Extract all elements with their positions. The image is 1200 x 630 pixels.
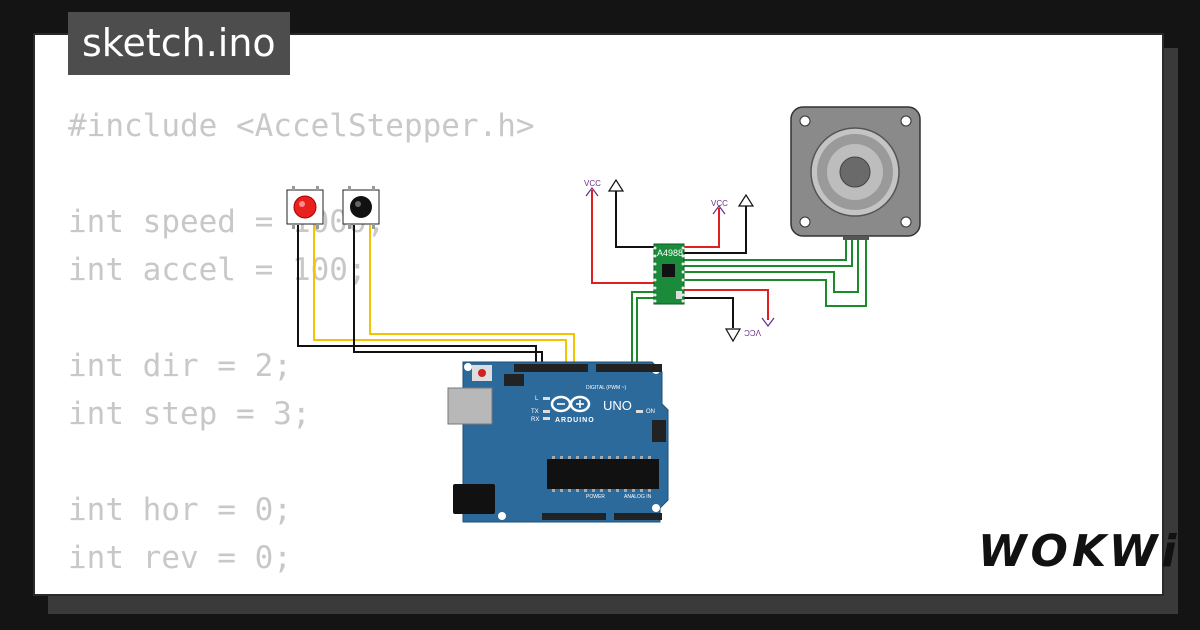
led-tx-label: TX <box>531 409 539 415</box>
button-wires <box>297 225 575 365</box>
code-line: int dir = 2; <box>68 348 292 384</box>
black-pushbutton[interactable] <box>342 186 380 229</box>
arduino-uno-board[interactable]: L TX RX ON UNO ARDUINO DIGITAL (PWM ~) P… <box>447 361 669 523</box>
code-line: int accel = 100; <box>68 252 367 288</box>
a4988-driver[interactable]: A4988 <box>653 243 685 305</box>
wokwi-logo[interactable]: WOKWi <box>978 526 1181 577</box>
stepper-motor[interactable] <box>790 106 921 240</box>
ground-symbol <box>724 328 742 343</box>
code-line: int hor = 0; <box>68 492 292 528</box>
code-listing: #include <AccelStepper.h>int speed = 100… <box>68 102 535 582</box>
led-rx-label: RX <box>531 417 539 423</box>
red-pushbutton[interactable] <box>286 186 324 229</box>
led-l-label: L <box>535 396 539 402</box>
svg-text:VCC: VCC <box>744 328 761 337</box>
code-line: int step = 3; <box>68 396 311 432</box>
ground-symbol <box>737 193 755 207</box>
filename-tab[interactable]: sketch.ino <box>68 12 290 75</box>
led-on-label: ON <box>646 409 655 415</box>
board-model: UNO <box>603 398 632 413</box>
svg-text:VCC: VCC <box>711 199 728 208</box>
vcc-symbol: VCC <box>744 317 775 337</box>
board-brand: ARDUINO <box>555 417 595 424</box>
ground-symbol <box>607 178 625 192</box>
svg-text:VCC: VCC <box>584 179 601 188</box>
analog-label: ANALOG IN <box>624 494 652 500</box>
vcc-symbol: VCC <box>711 199 728 215</box>
arduino-infinity-logo <box>550 395 591 413</box>
driver-label: A4988 <box>657 248 683 258</box>
digital-label: DIGITAL (PWM ~) <box>586 385 626 391</box>
vcc-symbol: VCC <box>584 179 601 197</box>
code-line: #include <AccelStepper.h> <box>68 108 535 144</box>
driver-wires <box>591 190 867 362</box>
code-line: int rev = 0; <box>68 540 292 576</box>
power-label: POWER <box>586 494 605 500</box>
